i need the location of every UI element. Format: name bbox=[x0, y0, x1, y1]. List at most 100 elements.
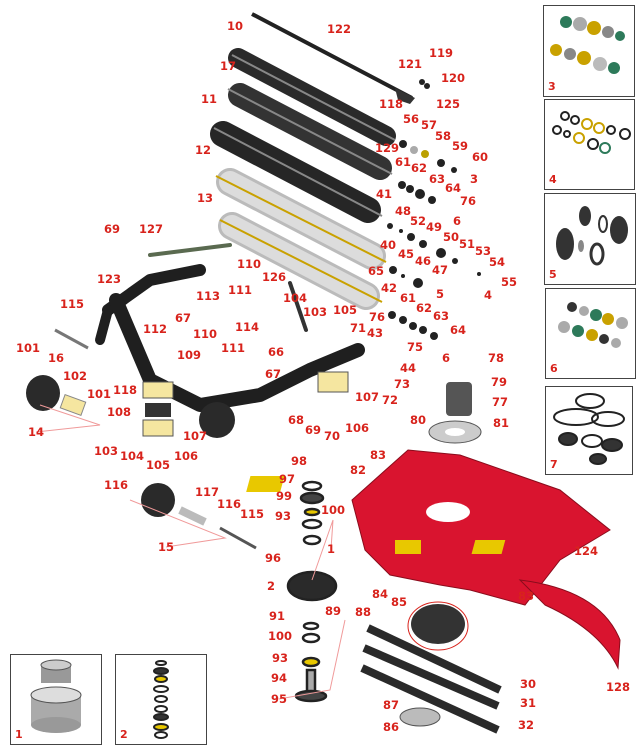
callout-3: 3 bbox=[469, 172, 479, 186]
callout-62: 62 bbox=[410, 161, 428, 175]
callout-41: 41 bbox=[375, 187, 393, 201]
callout-116: 116 bbox=[103, 478, 129, 492]
callout-100: 100 bbox=[320, 503, 346, 517]
callout-46: 46 bbox=[414, 254, 432, 268]
callout-121: 121 bbox=[397, 57, 423, 71]
callout-60: 60 bbox=[471, 150, 489, 164]
callout-68: 68 bbox=[287, 413, 305, 427]
inset-kit-7: 7 bbox=[545, 386, 633, 475]
callout-67: 67 bbox=[174, 311, 192, 325]
callout-56: 56 bbox=[402, 112, 420, 126]
callout-73: 73 bbox=[393, 377, 411, 391]
callout-61: 61 bbox=[399, 291, 417, 305]
callout-63: 63 bbox=[432, 309, 450, 323]
callout-105: 105 bbox=[145, 458, 171, 472]
mower-deck bbox=[246, 449, 621, 670]
callout-115: 115 bbox=[59, 297, 85, 311]
callout-72: 72 bbox=[381, 393, 399, 407]
callout-87: 87 bbox=[382, 698, 400, 712]
callout-64: 64 bbox=[449, 323, 467, 337]
callout-119: 119 bbox=[428, 46, 454, 60]
inset-kit-2: 2 bbox=[115, 654, 207, 745]
roller-dark-2 bbox=[227, 83, 393, 180]
callout-115: 115 bbox=[239, 507, 265, 521]
callout-50: 50 bbox=[442, 230, 460, 244]
callout-112: 112 bbox=[142, 322, 168, 336]
gasket-kit-icon bbox=[553, 393, 625, 465]
bearing-kit-icon bbox=[556, 206, 628, 266]
roller-dark-3 bbox=[210, 121, 383, 223]
seal-kit-icon bbox=[552, 111, 631, 154]
callout-106: 106 bbox=[344, 421, 370, 435]
callout-84: 84 bbox=[371, 587, 389, 601]
callout-69: 69 bbox=[103, 222, 121, 236]
callout-69: 69 bbox=[304, 423, 322, 437]
inset-label: 3 bbox=[548, 80, 556, 93]
callout-82: 82 bbox=[349, 463, 367, 477]
callout-93: 93 bbox=[274, 509, 292, 523]
callout-127: 127 bbox=[138, 222, 164, 236]
callout-52: 52 bbox=[409, 214, 427, 228]
inset-label: 6 bbox=[550, 362, 558, 375]
callout-124: 124 bbox=[573, 544, 599, 558]
callout-1: 1 bbox=[326, 542, 336, 556]
callout-77: 77 bbox=[491, 395, 509, 409]
callout-103: 103 bbox=[302, 305, 328, 319]
callout-5: 5 bbox=[435, 287, 445, 301]
inset-label: 2 bbox=[120, 728, 128, 741]
leader-lines bbox=[35, 404, 346, 700]
inset-kit-6: 6 bbox=[545, 288, 636, 379]
callout-57: 57 bbox=[420, 118, 438, 132]
callout-100: 100 bbox=[267, 629, 293, 643]
callout-65: 65 bbox=[367, 264, 385, 278]
inset-kit-3: 3 bbox=[543, 5, 635, 97]
callout-80: 80 bbox=[409, 413, 427, 427]
callout-107: 107 bbox=[182, 429, 208, 443]
callout-118: 118 bbox=[112, 383, 138, 397]
callout-53: 53 bbox=[474, 244, 492, 258]
callout-91: 91 bbox=[268, 609, 286, 623]
callout-108: 108 bbox=[106, 405, 132, 419]
callout-79: 79 bbox=[490, 375, 508, 389]
callout-118: 118 bbox=[378, 97, 404, 111]
callout-111: 111 bbox=[227, 283, 253, 297]
callout-76: 76 bbox=[459, 194, 477, 208]
callout-85: 85 bbox=[390, 595, 408, 609]
callout-83: 83 bbox=[517, 589, 535, 603]
callout-123: 123 bbox=[96, 272, 122, 286]
roller-light-1 bbox=[215, 168, 387, 270]
callout-98: 98 bbox=[290, 454, 308, 468]
callout-105: 105 bbox=[332, 303, 358, 317]
bearing-kit-icon bbox=[550, 16, 625, 74]
callout-70: 70 bbox=[323, 429, 341, 443]
callout-48: 48 bbox=[394, 204, 412, 218]
callout-6: 6 bbox=[452, 214, 462, 228]
callout-81: 81 bbox=[492, 416, 510, 430]
callout-62: 62 bbox=[415, 301, 433, 315]
callout-75: 75 bbox=[406, 340, 424, 354]
callout-78: 78 bbox=[487, 351, 505, 365]
callout-125: 125 bbox=[435, 97, 461, 111]
callout-71: 71 bbox=[349, 321, 367, 335]
blades bbox=[360, 624, 502, 734]
callout-32: 32 bbox=[517, 718, 535, 732]
callout-4: 4 bbox=[483, 288, 493, 302]
inset-label: 7 bbox=[550, 458, 558, 471]
inset-label: 4 bbox=[549, 173, 557, 186]
callout-129: 129 bbox=[374, 141, 400, 155]
callout-113: 113 bbox=[195, 289, 221, 303]
callout-13: 13 bbox=[196, 191, 214, 205]
callout-14: 14 bbox=[27, 425, 45, 439]
inset-label: 5 bbox=[549, 268, 557, 281]
callout-47: 47 bbox=[431, 263, 449, 277]
callout-17: 17 bbox=[219, 59, 237, 73]
callout-6: 6 bbox=[441, 351, 451, 365]
callout-16: 16 bbox=[47, 351, 65, 365]
callout-96: 96 bbox=[264, 551, 282, 565]
callout-45: 45 bbox=[397, 247, 415, 261]
spindle-stack bbox=[286, 480, 338, 703]
callout-63: 63 bbox=[428, 172, 446, 186]
callout-67: 67 bbox=[264, 367, 282, 381]
